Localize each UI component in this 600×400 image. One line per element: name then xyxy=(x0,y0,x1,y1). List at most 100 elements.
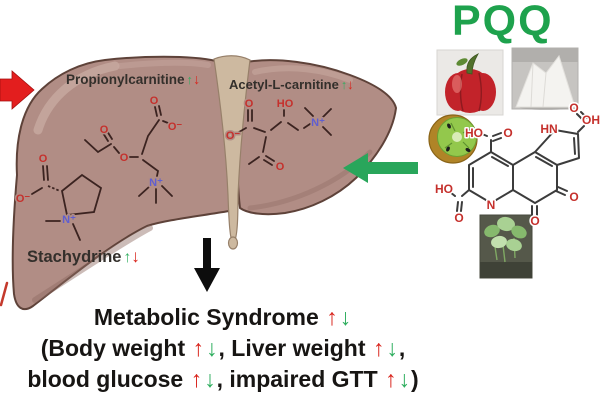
n-atom: N xyxy=(487,198,496,212)
outcome-line3-text-b: , impaired GTT xyxy=(216,366,385,392)
up-arrow-red: ↑ xyxy=(385,366,397,392)
o-minus-atom: O⁻ xyxy=(16,193,31,205)
stachydrine-name: Stachydrine xyxy=(27,248,122,266)
up-arrow-red: ↑ xyxy=(326,304,338,330)
ho-atom: HO xyxy=(435,182,453,196)
ho-atom: HO xyxy=(465,126,483,140)
kiwi-seed xyxy=(467,129,473,133)
propionylcarnitine-name: Propionylcarnitine xyxy=(66,72,185,87)
o-minus-atom: O⁻ xyxy=(226,130,241,142)
down-arrow-green: ↓ xyxy=(204,366,216,392)
pepper-stem xyxy=(466,53,480,75)
powder-facets xyxy=(530,62,547,108)
stachydrine-ring xyxy=(61,173,103,216)
down-arrow-green: ↓ xyxy=(339,304,352,330)
n-plus-atom: N⁺ xyxy=(311,117,325,129)
down-arrow-red: ↓ xyxy=(346,77,354,92)
up-arrow-red: ↑ xyxy=(192,335,205,361)
acetyl-carnitine-label: Acetyl-L-carnitine↑↓ xyxy=(229,77,354,92)
o-atom: O xyxy=(120,152,129,164)
plant-leaf xyxy=(497,216,515,232)
down-arrow-green: ↓ xyxy=(386,335,398,361)
acetyl-carnitine-double-bonds xyxy=(247,109,275,166)
down-arrow-green: ↓ xyxy=(206,335,218,361)
outcome-line-1: Metabolic Syndrome ↑↓ xyxy=(5,302,441,333)
outcome-line-3: blood glucose ↑↓, impaired GTT ↑↓) xyxy=(5,364,441,395)
o-atom: O xyxy=(150,95,159,107)
hn-atom: HN xyxy=(540,122,557,136)
pqq-powder-photo xyxy=(511,47,579,110)
plant-leaf xyxy=(511,225,527,239)
down-arrow-red: ↓ xyxy=(131,246,140,266)
outcome-line2-text-a: (Body weight xyxy=(40,335,192,361)
outcome-line2-text-c: , xyxy=(398,335,406,361)
n-plus-atom: N⁺ xyxy=(149,177,163,189)
pqq-title: PQQ xyxy=(452,0,554,45)
propionylcarnitine-bonds xyxy=(84,119,173,204)
acetyl-carnitine-name: Acetyl-L-carnitine xyxy=(229,77,339,92)
stachydrine-label: Stachydrine↑↓ xyxy=(27,246,140,267)
liver-highlight-right xyxy=(252,65,353,83)
falciform-ligament xyxy=(213,55,251,247)
green-plant-photo xyxy=(479,214,533,279)
powder-photo-backdrop xyxy=(512,48,578,62)
plant-soil xyxy=(480,262,532,278)
o-atom: O xyxy=(245,98,254,110)
green-arrow-left xyxy=(343,153,418,183)
black-arrow-down xyxy=(194,238,220,292)
kiwi-lines xyxy=(444,122,471,149)
stachydrine-wedge-bond xyxy=(47,185,61,192)
stachydrine-double-bonds xyxy=(42,165,49,181)
red-line-bottom-left xyxy=(0,281,9,307)
o-atom: O xyxy=(276,161,285,173)
outcome-line2-text-b: , Liver weight xyxy=(218,335,372,361)
up-arrow-green: ↑ xyxy=(123,249,132,266)
pqq-double-bonds xyxy=(456,111,588,216)
pepper-leaf xyxy=(456,58,468,66)
kiwi-seed xyxy=(447,123,451,129)
kiwi-illustration xyxy=(428,114,478,164)
plant-leaf xyxy=(484,224,500,238)
o-atom: O xyxy=(503,126,512,140)
up-arrow-green: ↑ xyxy=(340,78,347,92)
acetyl-carnitine-structure: O⁻ O HO O N⁺ xyxy=(224,97,332,175)
up-arrow-red: ↑ xyxy=(190,366,203,392)
o-atom: O xyxy=(569,101,578,115)
liver-shadow-left xyxy=(32,225,153,303)
down-arrow-green: ↓ xyxy=(398,366,411,392)
acetyl-carnitine-bonds xyxy=(238,107,332,165)
plant-leaf xyxy=(506,238,522,252)
propionylcarnitine-double-bonds xyxy=(102,105,162,142)
up-arrow-red: ↑ xyxy=(372,335,385,361)
o-atom: O xyxy=(100,124,109,136)
pepper-highlight xyxy=(452,75,462,93)
plant-leaf xyxy=(491,235,507,249)
outcome-line3-text-c: ) xyxy=(411,366,419,392)
kiwi-seed xyxy=(446,146,450,152)
stachydrine-bonds xyxy=(31,187,81,241)
red-arrow-left xyxy=(0,70,35,110)
o-atom: O xyxy=(530,214,539,228)
o-atom: O xyxy=(569,190,578,204)
ho-atom: HO xyxy=(277,98,294,110)
up-arrow-green: ↑ xyxy=(186,72,193,87)
stachydrine-structure: O O⁻ N⁺ xyxy=(14,152,103,241)
liver-highlight-top xyxy=(117,59,211,69)
pqq-structure: HO O HN O OH HO O N O O xyxy=(434,100,600,230)
red-bell-pepper-photo xyxy=(436,49,504,116)
propionylcarnitine-label: Propionylcarnitine↑↓ xyxy=(66,72,200,88)
n-plus-atom: N⁺ xyxy=(62,214,76,226)
bile-duct-tip xyxy=(227,236,239,250)
pepper-crease xyxy=(459,73,464,112)
outcome-line1-text: Metabolic Syndrome xyxy=(93,304,326,330)
down-arrow-red: ↓ xyxy=(192,72,201,88)
o-atom: O xyxy=(454,211,463,225)
kiwi-core xyxy=(452,132,462,142)
pqq-rings xyxy=(468,129,580,204)
outcome-text: Metabolic Syndrome ↑↓ (Body weight ↑↓, L… xyxy=(5,302,441,395)
o-minus-atom: O⁻ xyxy=(168,121,183,133)
oh-atom: OH xyxy=(582,113,600,127)
propionylcarnitine-structure: O O⁻ O O N⁺ xyxy=(84,94,184,204)
